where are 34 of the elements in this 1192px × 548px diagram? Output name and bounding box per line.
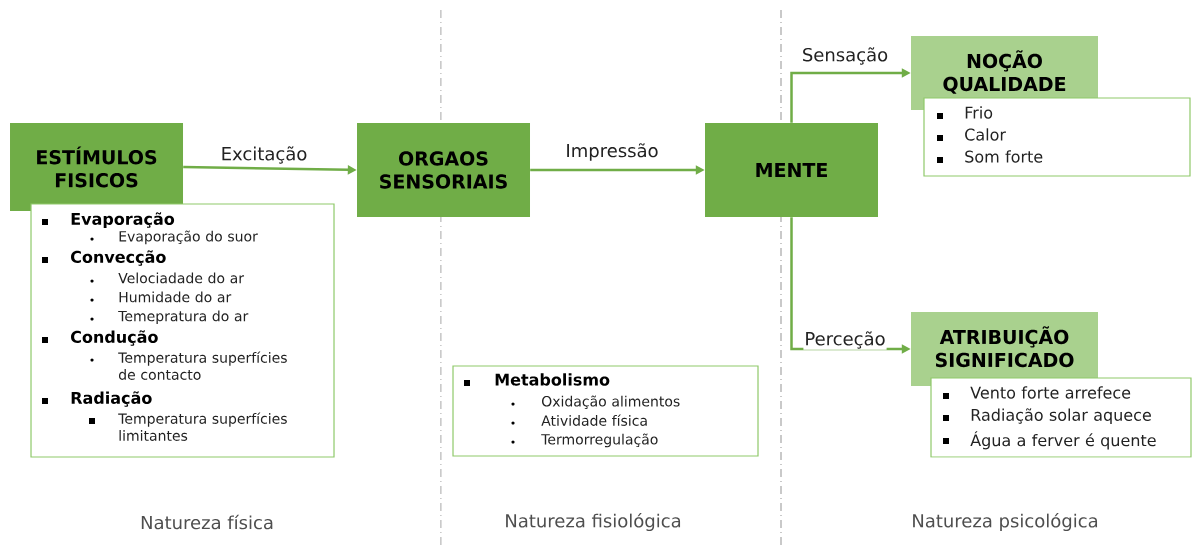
list-item: Termorregulação	[511, 433, 658, 448]
section-label: Natureza psicológica	[913, 512, 1098, 532]
title-box: ATRIBUIÇÃO SIGNIFICADO	[911, 312, 1098, 386]
list-box	[923, 97, 1191, 177]
section-label: Natureza física	[141, 514, 273, 530]
list-item: Oxidação alimentos	[511, 395, 680, 410]
list-item: Condução	[42, 330, 158, 346]
list-box	[30, 203, 335, 458]
title-box: MENTE	[705, 123, 878, 217]
list-item: Evaporação do suor	[90, 230, 258, 245]
list-box	[452, 365, 759, 457]
list-item: Água a ferver é quente	[943, 431, 1156, 450]
list-item: Convecção	[42, 250, 166, 266]
list-item: Calor	[937, 128, 1006, 141]
list-item: Humidade do ar	[90, 291, 232, 303]
list-item: Radiação solar aquece	[943, 408, 1151, 425]
list-item: Radiação	[42, 391, 152, 407]
list-item: Temepratura do ar	[90, 310, 249, 325]
edge-label: Perceção	[803, 330, 887, 350]
title-box: ESTÍMULOS FISICOS	[10, 123, 183, 211]
list-item: Velociadade do ar	[90, 272, 245, 284]
list-item: Temperatura superfícies limitantes	[89, 412, 287, 441]
edge-label: Impressão	[564, 142, 660, 162]
list-item: Metabolismo	[464, 373, 610, 386]
list-item: Temperatura superfícies de contacto	[90, 351, 287, 380]
list-box	[930, 377, 1192, 458]
title-box: ORGAOS SENSORIAIS	[357, 123, 530, 217]
list-item: Atividade física	[511, 414, 647, 426]
list-item: Som forte	[937, 150, 1043, 163]
list-item: Vento forte arrefece	[943, 386, 1131, 399]
section-label: Natureza fisiológica	[506, 512, 681, 532]
list-item: Evaporação	[42, 212, 175, 229]
edge-label: Sensação	[800, 46, 890, 66]
edge-label: Excitação	[219, 145, 309, 165]
